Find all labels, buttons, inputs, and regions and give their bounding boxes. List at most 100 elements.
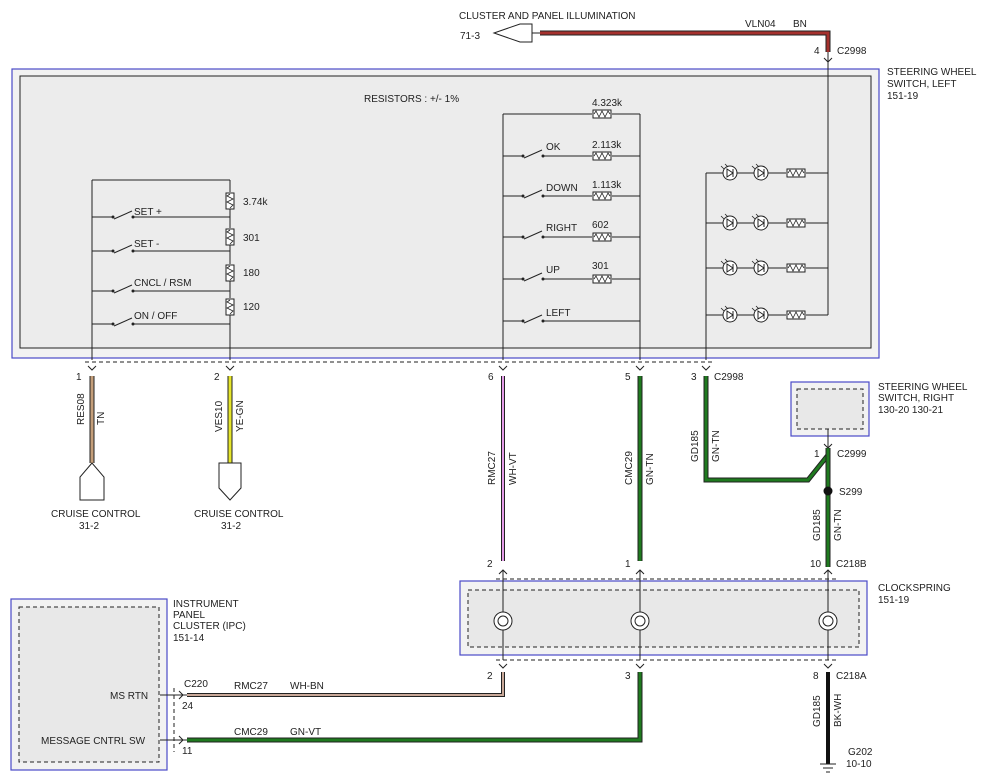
cs-top-conn: C218B — [836, 559, 867, 570]
swr-inner — [796, 388, 864, 430]
cruise-switch-ladder — [91, 179, 231, 360]
illum-circuit: VLN04 — [745, 19, 776, 30]
cruise-ref-2: 31-2 — [221, 521, 241, 532]
r-120: 120 — [243, 302, 260, 313]
splice-label: S299 — [839, 487, 863, 498]
cncl-label: CNCL / RSM — [134, 278, 191, 289]
resistor-180 — [225, 264, 235, 282]
g202-ref: 10-10 — [846, 759, 872, 770]
r-602: 602 — [592, 220, 609, 231]
pin-5: 5 — [625, 372, 631, 383]
swr-conn: C2999 — [837, 449, 867, 460]
cs-bot-conn: C218A — [836, 671, 867, 682]
splice-s299 — [823, 486, 833, 496]
swl-title-1: STEERING WHEEL — [887, 67, 977, 78]
set-plus-label: SET + — [134, 207, 162, 218]
down-label: DOWN — [546, 183, 578, 194]
gntn-label-a: GN-TN — [711, 430, 722, 462]
gntn-label: GN-TN — [645, 453, 656, 485]
gd185-label-b: GD185 — [812, 509, 823, 541]
resistor-1-113k — [592, 191, 612, 201]
illum-pin: 4 — [814, 46, 820, 57]
resistor-4-323k — [592, 109, 612, 119]
cs-bot-pin-3: 3 — [625, 671, 631, 682]
pin-2: 2 — [214, 372, 220, 383]
swl-title-3: 151-19 — [887, 91, 919, 102]
res08-label: RES08 — [76, 393, 87, 425]
r-3-74k: 3.74k — [243, 197, 268, 208]
clockspring-inner — [467, 589, 860, 648]
up-label: UP — [546, 265, 560, 276]
wire-gd185-gntn — [704, 376, 830, 482]
pin-6: 6 — [488, 372, 494, 383]
illum-title: CLUSTER AND PANEL ILLUMINATION — [459, 11, 636, 22]
g202-label: G202 — [848, 747, 873, 758]
r-1-113k: 1.113k — [592, 180, 622, 191]
rmc27-label: RMC27 — [487, 451, 498, 485]
swr-title-3: 130-20 130-21 — [878, 405, 943, 416]
ipc-inner — [18, 606, 160, 763]
resistor-2-113k — [592, 151, 612, 161]
cmc29-label: CMC29 — [624, 451, 635, 485]
wire-gnvt — [187, 672, 642, 742]
led-resistor — [786, 218, 806, 228]
rmc27-w-label: RMC27 — [234, 681, 268, 692]
resistor-3-74k — [225, 192, 235, 210]
gntn-label-b: GN-TN — [833, 509, 844, 541]
clockspring-ref: 151-19 — [878, 595, 910, 606]
cs-bot-pin-2: 2 — [487, 671, 493, 682]
r-301-b: 301 — [592, 261, 609, 272]
r-180: 180 — [243, 268, 260, 279]
msg-sw-label: MESSAGE CNTRL SW — [41, 736, 146, 747]
illum-wire-bn — [540, 30, 831, 52]
cs-top-pin-10: 10 — [810, 559, 822, 570]
cs-top-pin-2: 2 — [487, 559, 493, 570]
cruise-label-2: CRUISE CONTROL — [194, 509, 284, 520]
bkwh-label: BK-WH — [833, 694, 844, 727]
wire-whbn — [187, 672, 504, 696]
ipc-title-3: CLUSTER (IPC) — [173, 621, 246, 632]
gnvt-label: GN-VT — [290, 727, 321, 738]
ipc-title-2: PANEL — [173, 610, 205, 621]
right-label: RIGHT — [546, 223, 577, 234]
swr-title-1: STEERING WHEEL — [878, 382, 968, 393]
r-2-113k: 2.113k — [592, 140, 622, 151]
led-resistor — [786, 168, 806, 178]
led-resistor — [786, 310, 806, 320]
message-switch-ladder — [502, 113, 641, 360]
r-301: 301 — [243, 233, 260, 244]
resistor-301-b — [592, 274, 612, 284]
resistors-note: RESISTORS : +/- 1% — [364, 94, 459, 105]
gd185-label-c: GD185 — [812, 695, 823, 727]
left-label: LEFT — [546, 308, 570, 319]
pin-11: 11 — [182, 746, 193, 757]
cs-top-pin-1: 1 — [625, 559, 631, 570]
clockspring-contacts — [493, 579, 838, 660]
led-resistor — [786, 263, 806, 273]
set-minus-label: SET - — [134, 239, 159, 250]
r-4-323k: 4.323k — [592, 98, 623, 109]
c220-label: C220 — [184, 679, 208, 690]
illum-connector-icon — [492, 23, 533, 43]
ipc-title-1: INSTRUMENT — [173, 599, 239, 610]
swr-title-2: SWITCH, RIGHT — [878, 393, 954, 404]
tn-label: TN — [96, 412, 107, 425]
illum-color: BN — [793, 19, 807, 30]
gd185-label-a: GD185 — [690, 430, 701, 462]
clockspring-title: CLOCKSPRING — [878, 583, 951, 594]
c2998-label: C2998 — [714, 372, 744, 383]
onoff-label: ON / OFF — [134, 311, 177, 322]
whbn-label: WH-BN — [290, 681, 324, 692]
swr-pin-1: 1 — [814, 449, 820, 460]
resistor-301-a — [225, 228, 235, 246]
ves10-label: VES10 — [214, 400, 225, 432]
cruise-connector-icon-1 — [79, 462, 105, 501]
pin-3: 3 — [691, 372, 697, 383]
ms-rtn-label: MS RTN — [110, 691, 148, 702]
cruise-connector-icon-2 — [218, 462, 242, 501]
cruise-ref-1: 31-2 — [79, 521, 99, 532]
pin-24: 24 — [182, 701, 194, 712]
illum-ref: 71-3 — [460, 31, 480, 42]
pin-1: 1 — [76, 372, 82, 383]
